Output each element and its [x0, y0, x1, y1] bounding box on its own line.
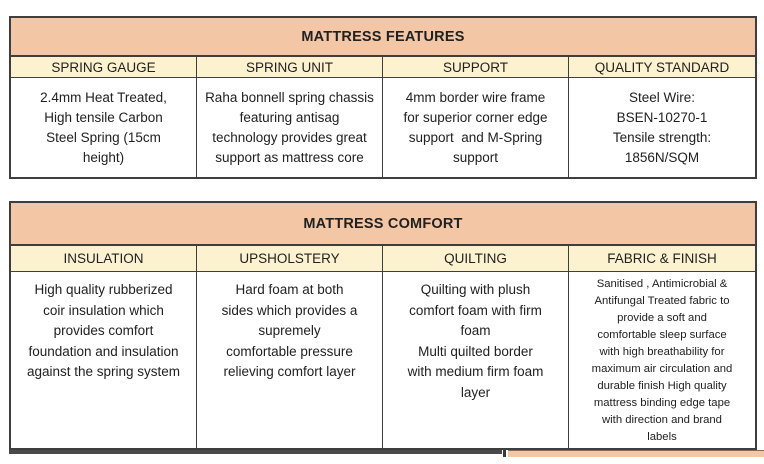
- next-table-border-tick: [503, 450, 506, 457]
- cell-quilting: Quilting with plush comfort foam with fi…: [383, 272, 569, 448]
- mattress-comfort-table: MATTRESS COMFORT INSULATION UPSHOLSTERY …: [9, 201, 757, 450]
- cell-insulation: High quality rubberized coir insulation …: [11, 272, 197, 448]
- mattress-comfort-header-row: INSULATION UPSHOLSTERY QUILTING FABRIC &…: [11, 246, 755, 272]
- next-table-top-strip: [508, 450, 764, 457]
- column-header-spring-unit: SPRING UNIT: [197, 57, 383, 77]
- cell-support: 4mm border wire frame for superior corne…: [383, 78, 569, 177]
- next-table-edge-left: [9, 450, 502, 454]
- cell-fabric-finish: Sanitised , Antimicrobial & Antifungal T…: [591, 278, 733, 443]
- column-header-quilting: QUILTING: [383, 246, 569, 271]
- mattress-comfort-body-row: High quality rubberized coir insulation …: [11, 272, 755, 448]
- cell-quality-standard: Steel Wire: BSEN-10270-1 Tensile strengt…: [612, 90, 712, 165]
- table-title: MATTRESS COMFORT: [303, 215, 463, 232]
- column-header-spring-gauge: SPRING GAUGE: [11, 57, 197, 77]
- column-header-upsholstery: UPSHOLSTERY: [197, 246, 383, 271]
- column-header-quality-standard: QUALITY STANDARD: [594, 59, 730, 75]
- table-title: MATTRESS FEATURES: [301, 28, 465, 45]
- column-header-insulation: INSULATION: [11, 246, 197, 271]
- cell-spring-unit: Raha bonnell spring chassis featuring an…: [197, 78, 383, 177]
- mattress-features-title-bar: MATTRESS FEATURES: [11, 18, 755, 57]
- cell-spring-gauge: 2.4mm Heat Treated, High tensile Carbon …: [11, 78, 197, 177]
- mattress-features-table: MATTRESS FEATURES SPRING GAUGE SPRING UN…: [9, 16, 757, 179]
- mattress-features-body-row: 2.4mm Heat Treated, High tensile Carbon …: [11, 78, 755, 177]
- column-header-support: SUPPORT: [383, 57, 569, 77]
- cell-upsholstery: Hard foam at both sides which provides a…: [197, 272, 383, 448]
- column-header-fabric-finish: FABRIC & FINISH: [607, 251, 717, 266]
- mattress-comfort-title-bar: MATTRESS COMFORT: [11, 203, 755, 246]
- mattress-features-header-row: SPRING GAUGE SPRING UNIT SUPPORT QUALITY…: [11, 57, 755, 78]
